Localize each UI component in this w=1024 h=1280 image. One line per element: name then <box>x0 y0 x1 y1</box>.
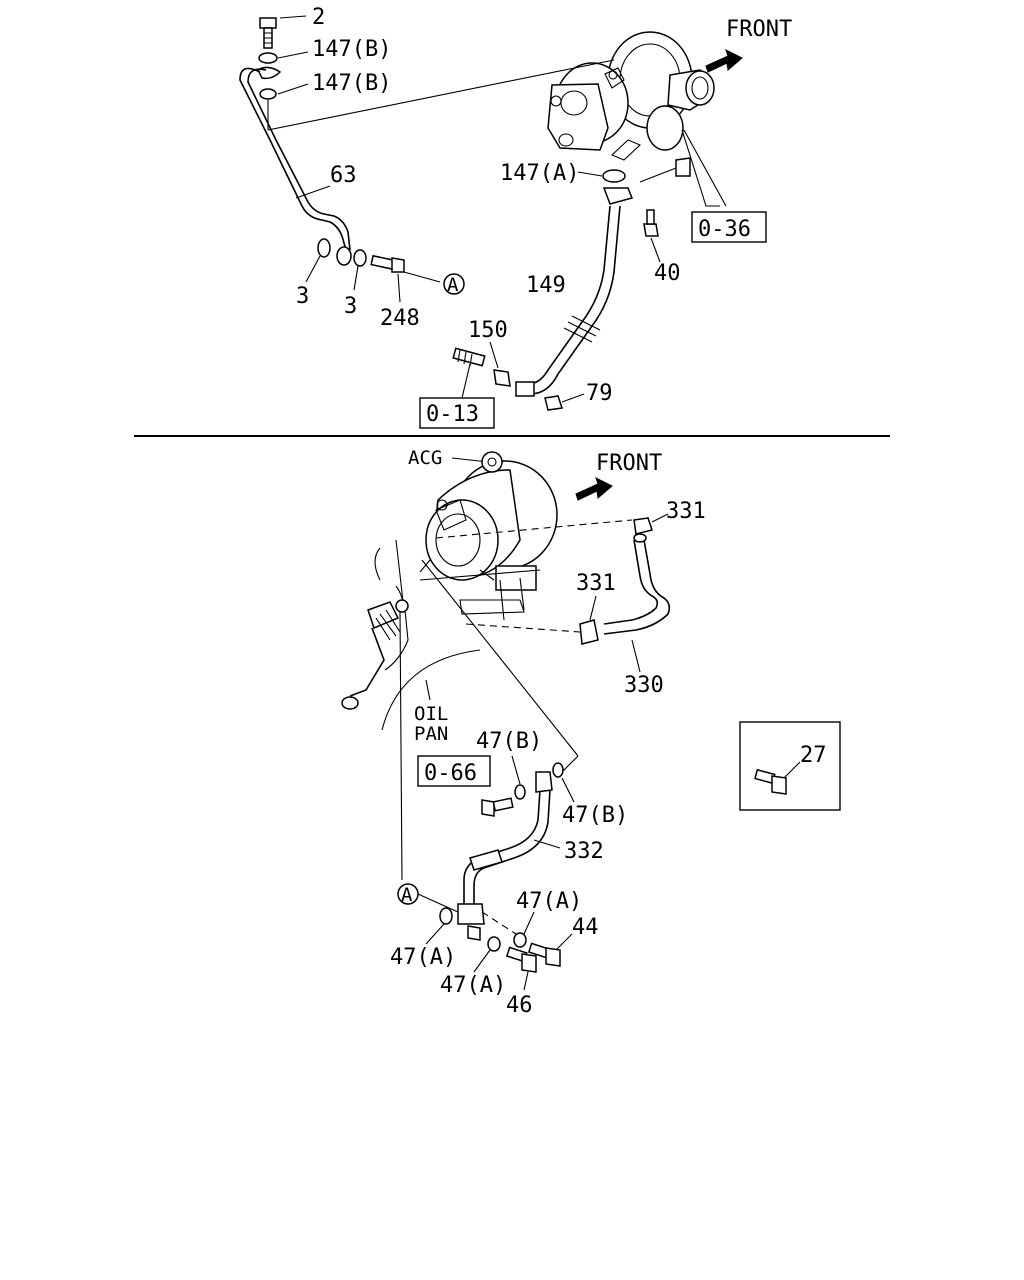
washer-3-right <box>353 249 367 267</box>
reference-a-upper <box>443 273 465 295</box>
pipe-149-flange <box>602 187 634 205</box>
reference-box-0-66 <box>417 755 491 787</box>
pipe-149 <box>527 205 611 385</box>
turbocharger <box>547 31 715 161</box>
callout-331-top: 331 <box>666 499 706 524</box>
washer-147b-top <box>258 52 278 64</box>
front-label-upper: FRONT <box>726 17 792 42</box>
reference-a-lower-label: A <box>401 884 413 906</box>
oil-pan-label-line2: PAN <box>414 723 448 745</box>
callout-79: 79 <box>586 381 613 406</box>
bolt-0-36 <box>639 157 691 183</box>
bolt-40 <box>643 209 659 237</box>
washer-47a-left <box>439 907 453 925</box>
pipe-332-bottom-fitting <box>457 903 485 925</box>
bolt-46 <box>505 946 537 973</box>
callout-47a-bottom: 47(A) <box>440 973 506 998</box>
callout-3-left: 3 <box>296 284 309 309</box>
oil-pan-label-line1: OIL <box>414 703 448 725</box>
clamp-331-top <box>633 517 653 535</box>
gasket-147a <box>602 169 626 183</box>
bolt-248 <box>370 254 405 273</box>
callout-331-mid: 331 <box>576 571 616 596</box>
callout-147b-top: 147(B) <box>312 37 391 62</box>
washer-3-left <box>317 238 331 258</box>
callout-47a-left: 47(A) <box>390 945 456 970</box>
reference-label-0-36: 0-36 <box>698 217 751 242</box>
callout-332: 332 <box>564 839 604 864</box>
lower-assembly: ACG FRONT <box>341 447 706 1018</box>
pipe-63 <box>239 67 347 251</box>
front-arrow-icon-upper <box>705 49 743 73</box>
callout-46: 46 <box>506 993 533 1018</box>
callout-47b-right: 47(B) <box>562 803 628 828</box>
bolt-27 <box>754 768 787 795</box>
pipe-63-fitting <box>336 246 352 266</box>
bolt-2 <box>259 17 277 49</box>
callout-40: 40 <box>654 261 681 286</box>
reference-a-upper-label: A <box>447 274 459 296</box>
reference-box-0-13 <box>419 397 495 429</box>
bolt-44 <box>527 942 561 967</box>
callout-330: 330 <box>624 673 664 698</box>
nut-79 <box>544 395 563 411</box>
clamp-331-mid <box>579 619 599 645</box>
callout-147a: 147(A) <box>500 161 579 186</box>
washer-47b-right <box>552 762 564 778</box>
callout-47a-upper: 47(A) <box>516 889 582 914</box>
alternator-acg <box>419 451 558 591</box>
front-label-lower: FRONT <box>596 451 662 476</box>
pipe-149-end <box>515 381 535 397</box>
pipe-332-top-fitting <box>535 771 553 793</box>
callout-150: 150 <box>468 318 508 343</box>
hose-330 <box>603 539 671 635</box>
washer-47b-left <box>514 784 526 800</box>
callout-248: 248 <box>380 306 420 331</box>
front-arrow-icon-lower <box>575 477 613 501</box>
callout-27: 27 <box>800 743 827 768</box>
callout-3-right: 3 <box>344 294 357 319</box>
acg-label: ACG <box>408 447 442 469</box>
callout-63: 63 <box>330 163 357 188</box>
callout-147b-bottom: 147(B) <box>312 71 391 96</box>
upper-assembly: FRONT <box>239 5 792 429</box>
inset-box: 27 <box>739 721 841 811</box>
callout-44: 44 <box>572 915 599 940</box>
callout-2: 2 <box>312 5 325 30</box>
callout-149: 149 <box>526 273 566 298</box>
reference-label-0-13: 0-13 <box>426 402 479 427</box>
cable-bracket <box>341 599 409 710</box>
nut-150 <box>493 369 511 387</box>
stud-0-13 <box>452 347 486 367</box>
reference-label-0-66: 0-66 <box>424 761 477 786</box>
washer-147b-bottom <box>259 88 277 100</box>
reference-box-0-36 <box>691 211 767 243</box>
washer-47a-bottom <box>487 936 501 952</box>
bolt-0-66 <box>481 797 514 817</box>
callout-47b-left: 47(B) <box>476 729 542 754</box>
washer-47a-upper <box>513 932 527 948</box>
